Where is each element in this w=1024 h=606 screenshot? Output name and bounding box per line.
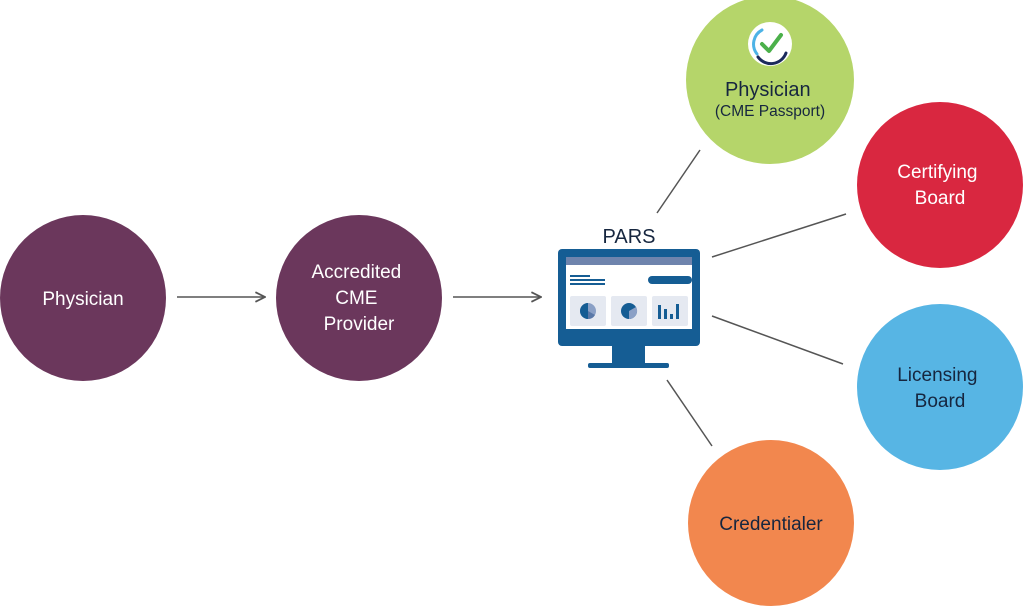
node-certifying-label: Certifying Board [897,162,983,209]
node-licensing-circle [857,304,1023,470]
node-passport-label: Physician (CME Passport) [715,79,825,120]
node-licensing: Licensing Board [857,304,1023,470]
node-credentialer: Credentialer [688,440,854,606]
node-certifying: Certifying Board [857,102,1023,268]
label-line: CME [335,288,377,309]
node-provider-label: Accredited CME Provider [311,262,406,335]
monitor-card [652,296,688,326]
node-passport-circle [686,0,854,164]
label-line: Physician [725,79,811,101]
monitor-textline [570,283,605,285]
pie-slice [629,307,638,320]
monitor-pill [648,276,692,284]
monitor-topbar [566,257,692,265]
label-line: Certifying [897,162,977,183]
node-physician-label: Physician [42,289,123,310]
edge-pars-to-passport [656,149,701,214]
edge-pars-to-certifying [711,213,847,258]
monitor-textline [570,279,605,281]
label-line: Physician [42,289,123,310]
monitor-neck [612,346,645,363]
node-provider-circle [276,215,442,381]
label-line: Licensing [897,365,977,386]
node-pars: PARS [558,226,700,368]
label-line: Credentialer [719,514,823,535]
node-pars-label: PARS [603,226,656,248]
check-badge-icon [748,22,792,66]
monitor-textline [570,275,590,277]
node-physician-circle [0,215,166,381]
node-credentialer-circle [688,440,854,606]
pie-slice [580,303,588,319]
node-licensing-label: Licensing Board [897,365,983,412]
node-provider: Accredited CME Provider [276,215,442,381]
node-passport: Physician (CME Passport) [686,0,854,164]
pie-slice [588,311,595,320]
node-credentialer-label: Credentialer [719,514,823,535]
node-physician: Physician [0,215,166,381]
label-line: Provider [324,314,395,335]
label-line: Accredited [311,262,401,283]
node-certifying-circle [857,102,1023,268]
monitor-dashboard-icon [558,249,700,368]
bar-chart-icon [658,304,679,319]
label-line: Board [915,391,966,412]
edge-pars-to-credentialer [666,379,713,447]
label-line: Board [915,188,966,209]
monitor-base [588,363,669,368]
edge-pars-to-licensing [711,315,844,365]
label-line: (CME Passport) [715,103,825,120]
